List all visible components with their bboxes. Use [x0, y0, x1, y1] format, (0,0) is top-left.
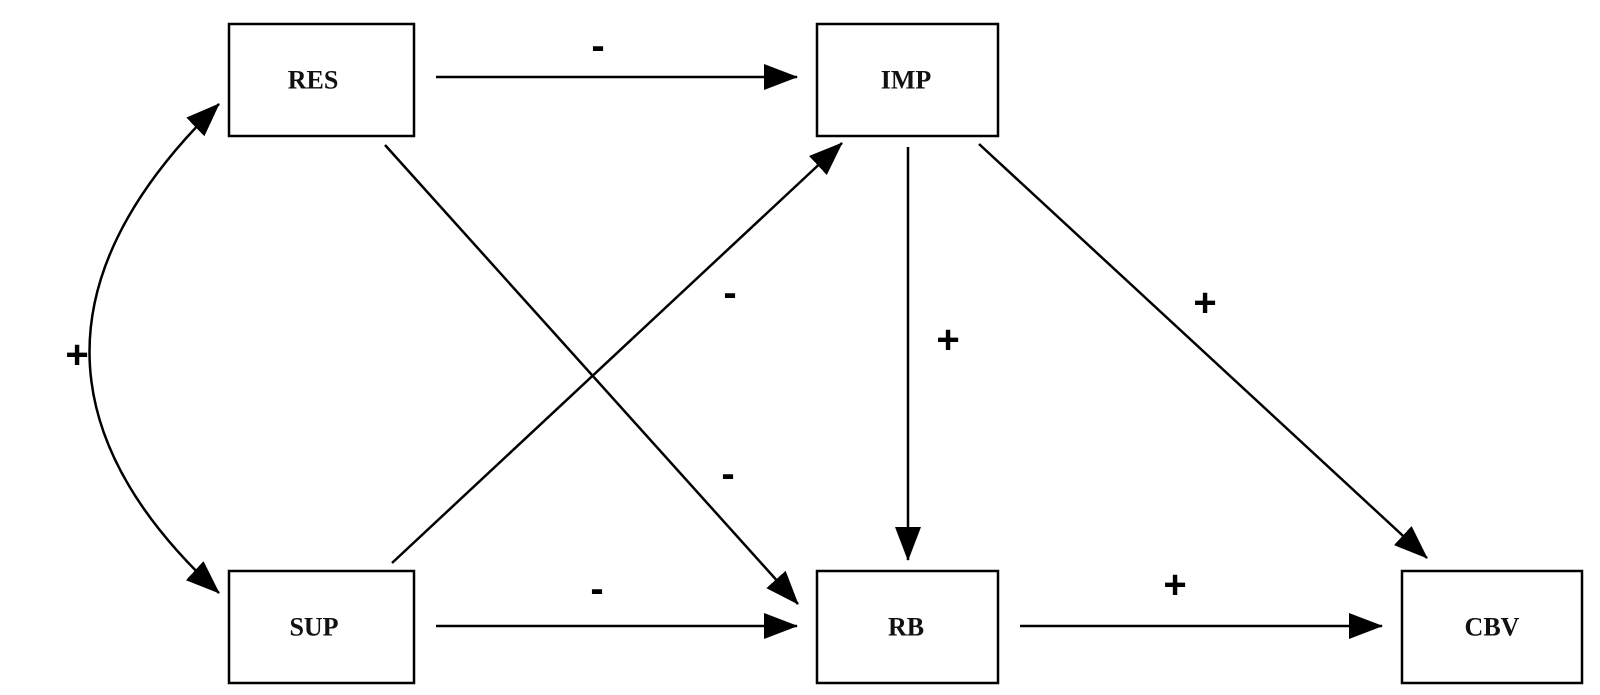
- node-sup-box: [227, 569, 416, 685]
- edge-sup-imp: [391, 142, 843, 564]
- node-res-label: RES: [288, 66, 339, 95]
- node-imp-box: [815, 22, 1000, 138]
- sign-res-sup: +: [65, 333, 88, 377]
- sign-sup-rb: -: [590, 567, 603, 611]
- sign-res-rb: -: [721, 452, 734, 496]
- sign-rb-cbv: +: [1163, 563, 1186, 607]
- node-imp-label: IMP: [881, 66, 932, 95]
- node-cbv-label: CBV: [1465, 613, 1520, 642]
- edges: [88, 64, 1428, 639]
- sign-imp-rb: +: [936, 318, 959, 362]
- node-imp: IMP: [815, 22, 1000, 138]
- node-cbv: CBV: [1400, 569, 1584, 685]
- sign-sup-imp: -: [723, 271, 736, 315]
- node-res: RES: [227, 22, 416, 138]
- edge-imp-cbv: [978, 143, 1428, 559]
- node-cbv-box: [1400, 569, 1584, 685]
- edge-res-sup-covariance: [88, 103, 220, 594]
- edge-res-rb: [384, 144, 799, 605]
- node-rb-box: [815, 569, 1000, 685]
- edge-signs: - - - - + + + +: [65, 24, 1216, 611]
- sign-res-imp: -: [591, 24, 604, 68]
- node-sup: SUP: [227, 569, 416, 685]
- node-res-box: [227, 22, 416, 138]
- node-rb-label: RB: [888, 613, 924, 642]
- node-sup-label: SUP: [289, 613, 338, 642]
- node-rb: RB: [815, 569, 1000, 685]
- sign-imp-cbv: +: [1193, 281, 1216, 325]
